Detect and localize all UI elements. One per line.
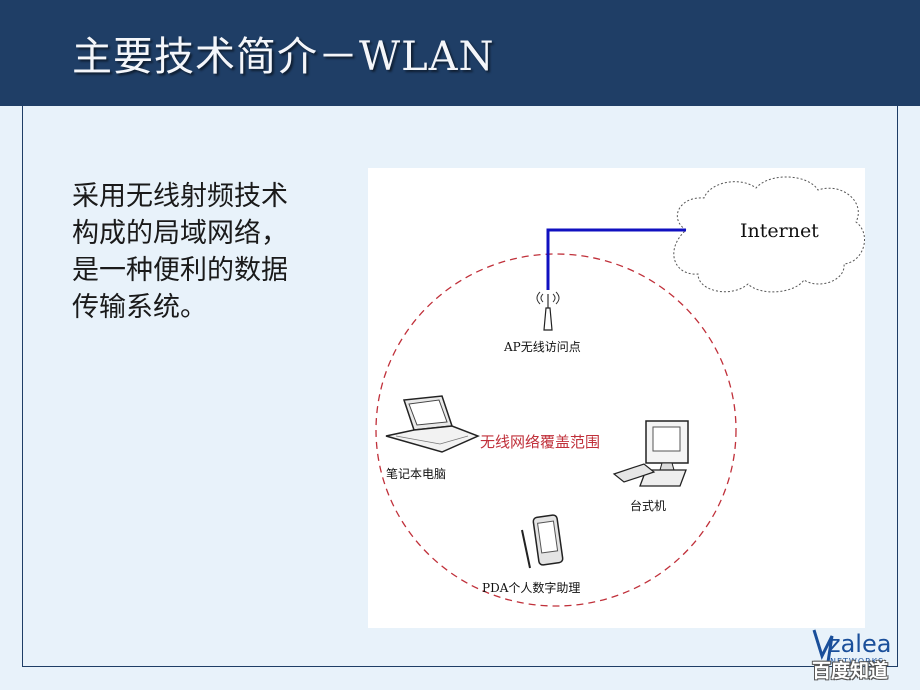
pda-icon [521,514,564,569]
laptop-icon [385,395,480,453]
body-line: 是一种便利的数据 [72,255,288,286]
body-text: 采用无线射频技术 构成的局域网络， 是一种便利的数据 传输系统。 [72,178,332,326]
body-line: 构成的局域网络， [72,218,288,249]
zalea-logo: zalea NETWORKS [808,622,908,682]
wlan-diagram: Internet AP无线访问点 无线网络覆盖范围 [368,168,865,628]
ap-internet-link [546,228,686,290]
laptop-label: 笔记本电脑 [386,466,446,481]
internet-cloud-icon [673,176,865,293]
ap-label: AP无线访问点 [503,340,581,354]
title-bar: 主要技术简介－WLAN [0,0,920,106]
logo-brand: zalea [828,630,891,658]
logo-sub: NETWORKS [830,657,884,666]
body-line: 传输系统。 [72,292,207,323]
content-frame [22,106,898,667]
access-point-icon [536,291,560,331]
desktop-label: 台式机 [630,498,666,513]
coverage-circle [375,253,737,607]
body-line: 采用无线射频技术 [72,181,288,212]
slide-title: 主要技术简介－WLAN [72,34,495,80]
desktop-icon [612,420,689,487]
internet-label: Internet [740,220,819,242]
coverage-label: 无线网络覆盖范围 [480,433,600,451]
pda-label: PDA个人数字助理 [482,580,580,595]
watermark: 百度知道 [812,660,889,682]
